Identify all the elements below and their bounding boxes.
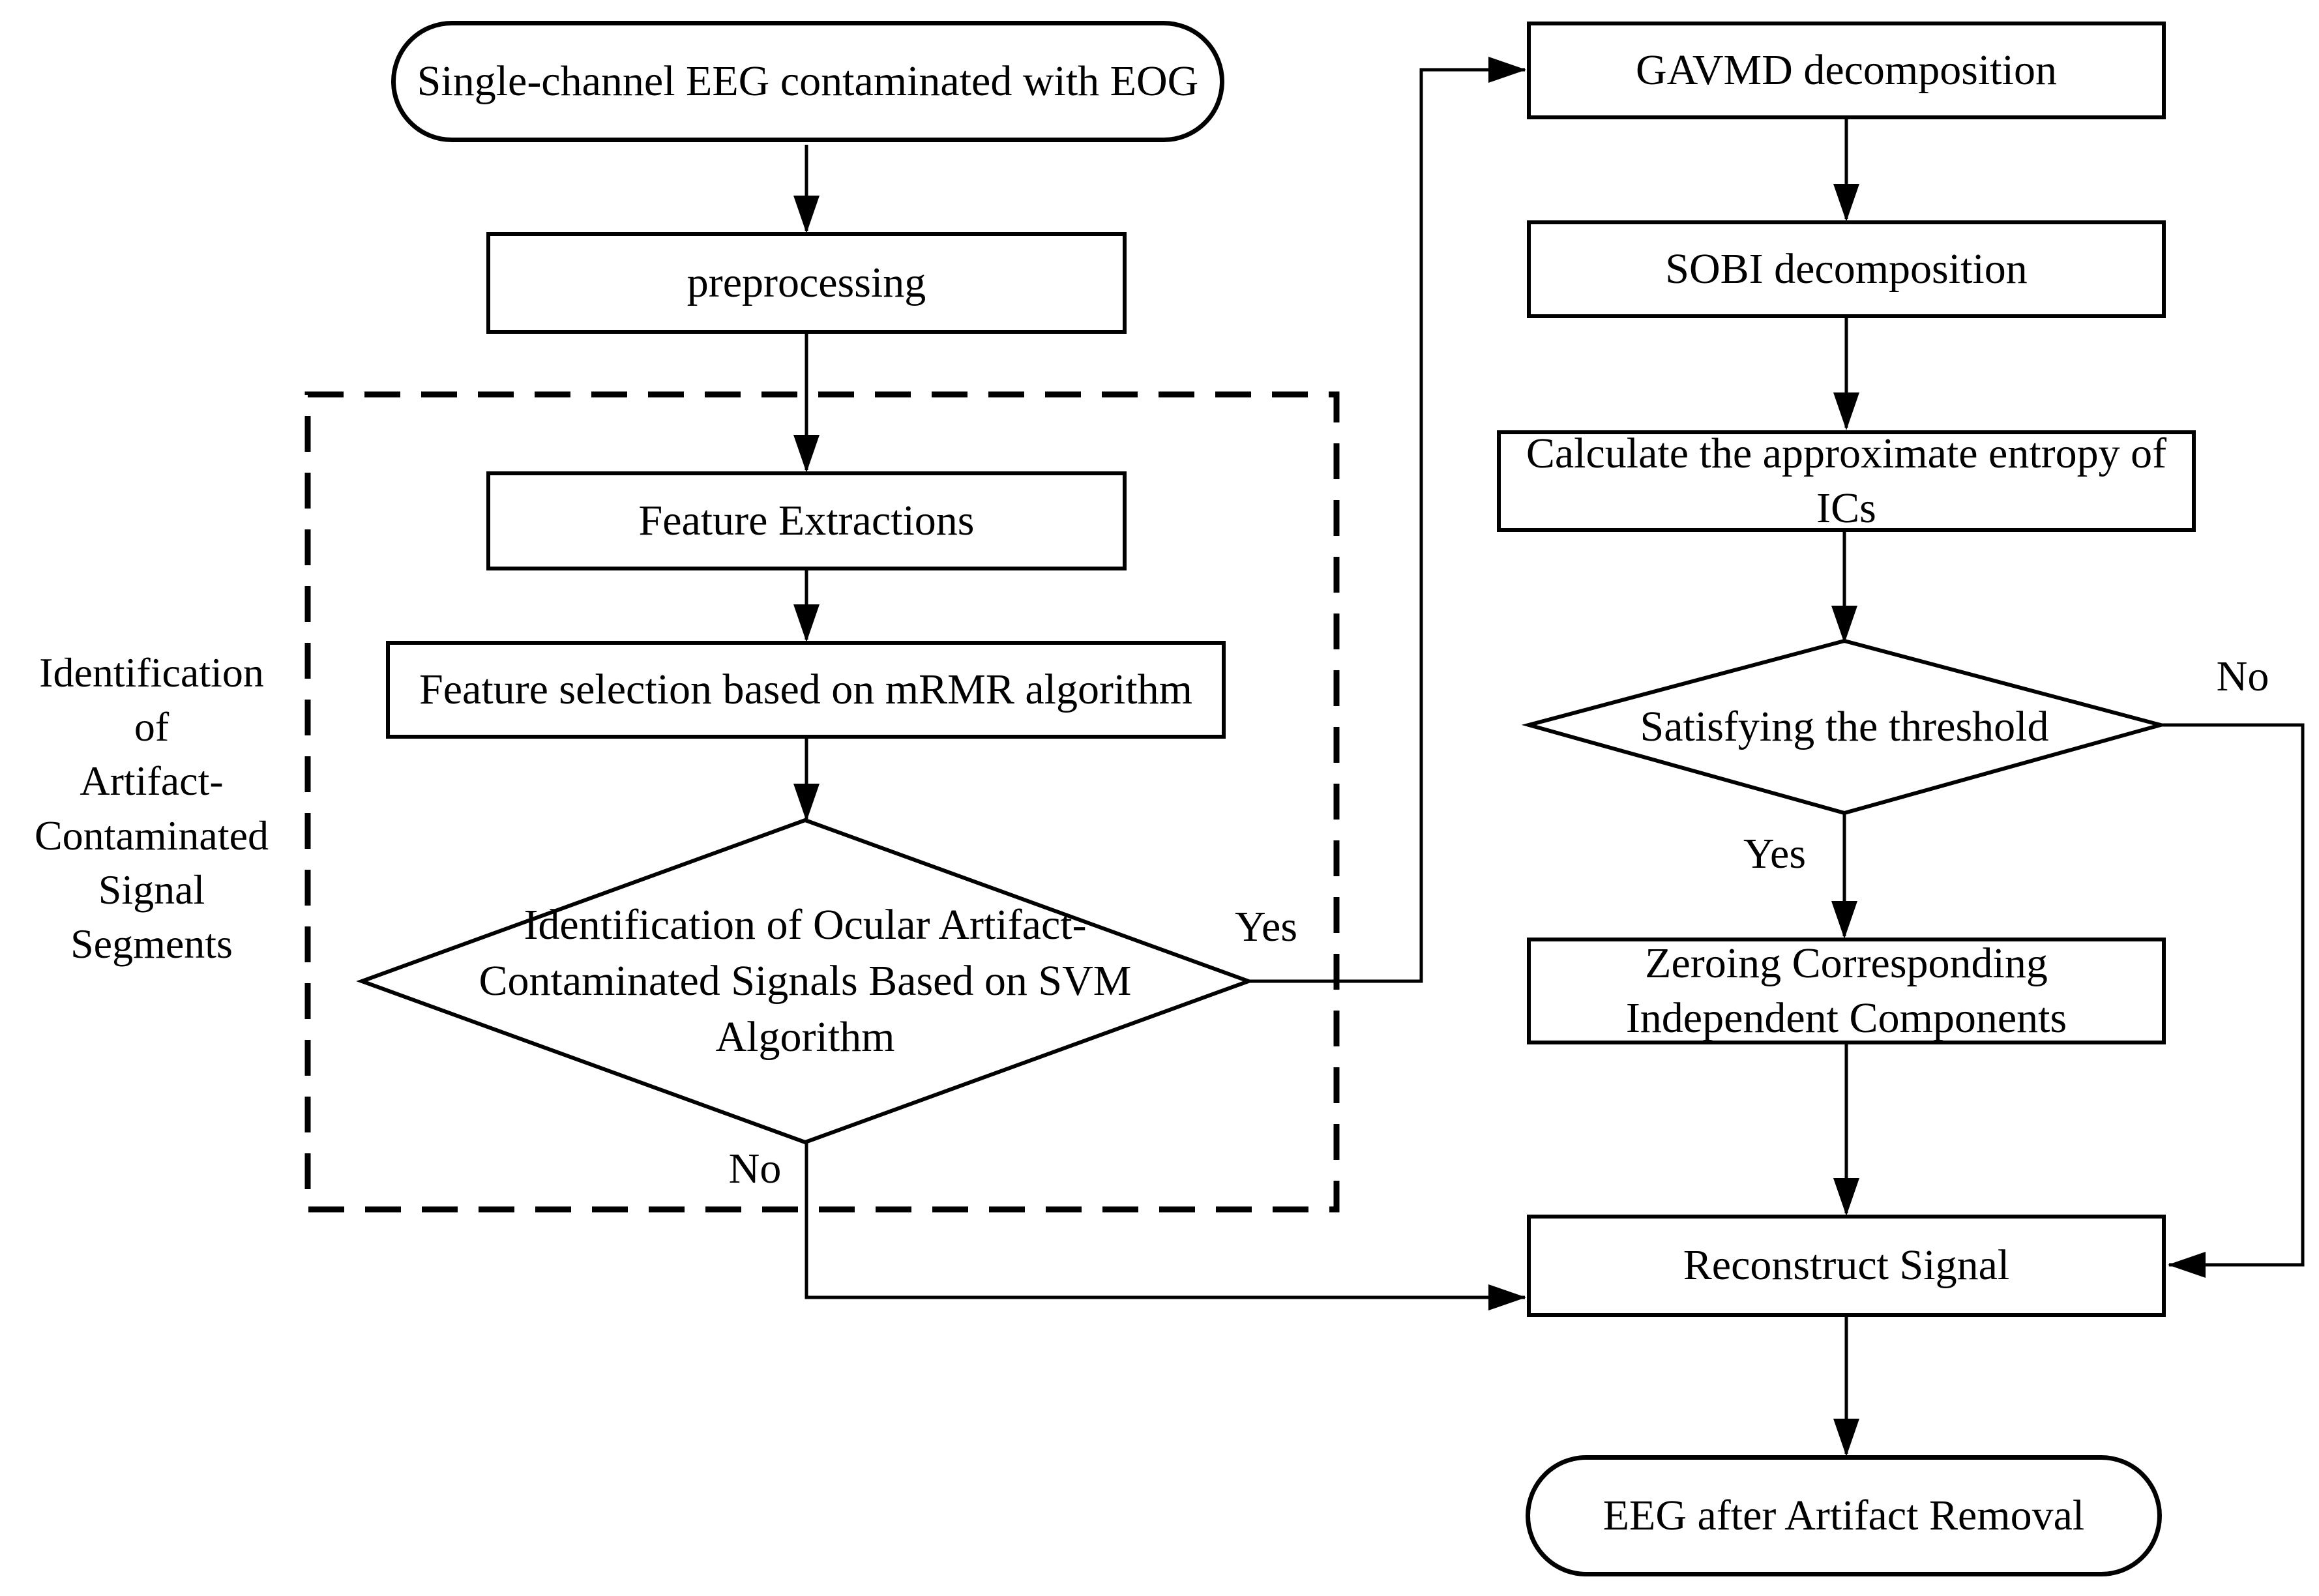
- node-start-terminator: Single-channel EEG contaminated with EOG: [391, 21, 1224, 142]
- node-sobi-label: SOBI decomposition: [1665, 244, 2028, 293]
- node-reconstruct-label: Reconstruct Signal: [1683, 1241, 2010, 1290]
- arrowhead-into-svm-decision: [793, 784, 820, 821]
- node-feature-extractions: Feature Extractions: [486, 471, 1127, 570]
- arrowhead-into-feature-selection: [793, 604, 820, 642]
- edge-svm-no-to-reconstruct: [805, 1142, 1525, 1299]
- node-approx-entropy-label: Calculate the approximate entropy of ICs: [1526, 429, 2167, 532]
- node-feature-extractions-label: Feature Extractions: [638, 496, 975, 544]
- arrowhead-into-zeroing: [1831, 901, 1857, 939]
- arrowhead-into-approx-entropy: [1833, 392, 1859, 430]
- node-gavmd-decomposition: GAVMD decomposition: [1527, 22, 2166, 119]
- node-feature-selection-label: Feature selection based on mRMR algorith…: [419, 665, 1192, 713]
- node-end-label: EEG after Artifact Removal: [1603, 1491, 2085, 1539]
- arrowhead-into-threshold-decision: [1831, 606, 1857, 643]
- threshold-decision-diamond: [1521, 638, 2168, 816]
- node-feature-selection: Feature selection based on mRMR algorith…: [386, 641, 1226, 739]
- dashed-group-box: [304, 391, 1340, 1213]
- node-zeroing-label: Zeroing Corresponding Independent Compon…: [1625, 939, 2067, 1042]
- node-end-terminator: EEG after Artifact Removal: [1526, 1455, 2162, 1576]
- edge-threshold-no-to-reconstruct: [2161, 723, 2305, 1267]
- threshold-no-edge-label: No: [2216, 653, 2269, 700]
- node-preprocessing-label: preprocessing: [687, 258, 926, 306]
- arrowhead-into-gavmd: [1488, 57, 1526, 83]
- arrowheads: [793, 57, 2206, 1456]
- arrowhead-into-reconstruct-left: [1488, 1284, 1526, 1310]
- arrowhead-into-end: [1833, 1419, 1859, 1456]
- group-label-artifact-identification: Identification of Artifact- Contaminated…: [34, 649, 269, 967]
- arrowhead-into-reconstruct-right: [2168, 1252, 2206, 1278]
- threshold-yes-edge-label: Yes: [1743, 830, 1807, 878]
- arrowhead-into-feature-extractions: [793, 435, 820, 473]
- node-start-label: Single-channel EEG contaminated with EOG: [417, 57, 1199, 105]
- svm-no-edge-label: No: [728, 1145, 782, 1192]
- node-approximate-entropy: Calculate the approximate entropy of ICs: [1497, 430, 2196, 532]
- arrowhead-into-preprocessing: [793, 196, 820, 233]
- arrowhead-into-reconstruct-top: [1833, 1178, 1859, 1216]
- node-reconstruct-signal: Reconstruct Signal: [1527, 1215, 2166, 1317]
- node-gavmd-label: GAVMD decomposition: [1636, 46, 2057, 94]
- node-zeroing-components: Zeroing Corresponding Independent Compon…: [1527, 938, 2166, 1044]
- arrowhead-into-sobi: [1833, 184, 1859, 222]
- svm-yes-edge-label: Yes: [1234, 903, 1298, 951]
- node-sobi-decomposition: SOBI decomposition: [1527, 220, 2166, 318]
- node-preprocessing: preprocessing: [486, 232, 1127, 334]
- edge-svm-yes-to-gavmd: [1248, 68, 1525, 983]
- svm-decision-diamond: [356, 818, 1254, 1145]
